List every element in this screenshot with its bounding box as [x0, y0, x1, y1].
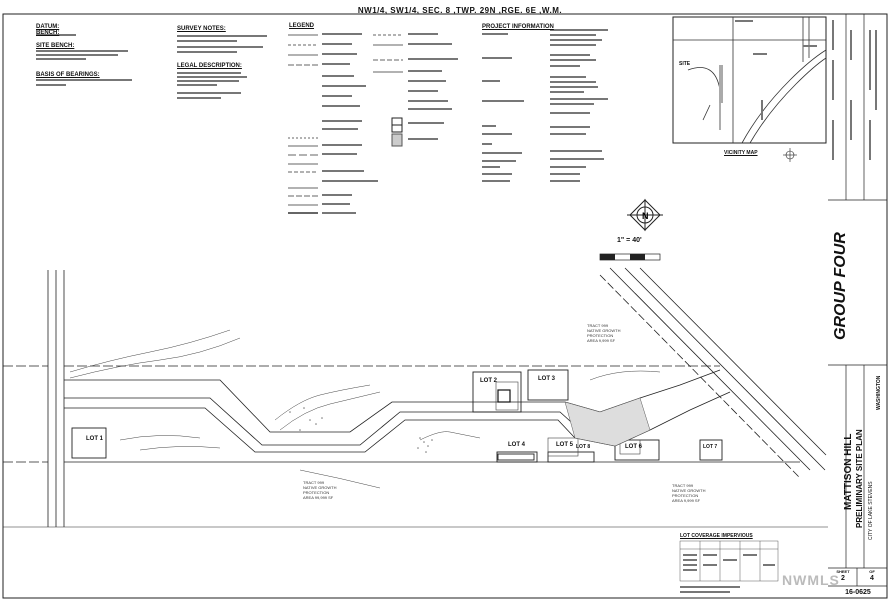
lot-label: LOT 7	[703, 444, 718, 450]
lot-label: LOT 2	[480, 378, 498, 384]
sheet-number: 2	[841, 575, 845, 582]
state-label: WASHINGTON	[876, 375, 882, 410]
legend-title: LEGEND	[289, 23, 315, 29]
basis-of-bearings-title: BASIS OF BEARINGS:	[36, 72, 100, 78]
city-label: CITY OF LAKE STEVENS	[868, 481, 874, 540]
lot-label: LOT 8	[576, 444, 591, 450]
tract-note: TRACT 999 NATIVE GROWTH PROTECTION AREA …	[303, 480, 337, 500]
tract-note: TRACT 999 NATIVE GROWTH PROTECTION AREA …	[587, 323, 621, 343]
watermark: NWMLS	[782, 572, 840, 588]
company-logo: GROUP FOUR	[832, 232, 849, 340]
scale-label: 1" = 40'	[617, 237, 642, 244]
survey-notes-title: SURVEY NOTES:	[177, 26, 226, 32]
lot-label: LOT 6	[625, 444, 643, 450]
lot-label: LOT 1	[86, 436, 104, 442]
site-bench-title: SITE BENCH:	[36, 43, 75, 49]
section-header: NW1/4, SW1/4, SEC. 8 ,TWP. 29N ,RGE. 6E …	[357, 6, 563, 15]
of-label: OF	[869, 569, 875, 574]
sheet-total: 4	[870, 575, 874, 582]
coverage-table-title: LOT COVERAGE IMPERVIOUS	[680, 533, 753, 539]
sheet-title: PRELIMINARY SITE PLAN	[855, 429, 864, 528]
bench-title: BENCH:	[36, 30, 60, 36]
job-number: 16-0625	[845, 589, 871, 596]
project-information-title: PROJECT INFORMATION	[482, 24, 554, 30]
lot-label: LOT 4	[508, 442, 526, 448]
lot-label: LOT 5	[556, 442, 574, 448]
sheet-label: SHEET	[836, 569, 850, 574]
svg-text:N: N	[642, 211, 649, 221]
vicinity-map-title: VICINITY MAP	[724, 150, 758, 156]
legal-description-title: LEGAL DESCRIPTION:	[177, 63, 242, 69]
datum-title: DATUM:	[36, 24, 60, 30]
lot-label: LOT 3	[538, 376, 556, 382]
vicinity-site-label: SITE	[679, 61, 691, 67]
project-name: MATTISON HILL	[843, 433, 854, 510]
tract-note: TRACT 999 NATIVE GROWTH PROTECTION AREA …	[672, 483, 706, 503]
